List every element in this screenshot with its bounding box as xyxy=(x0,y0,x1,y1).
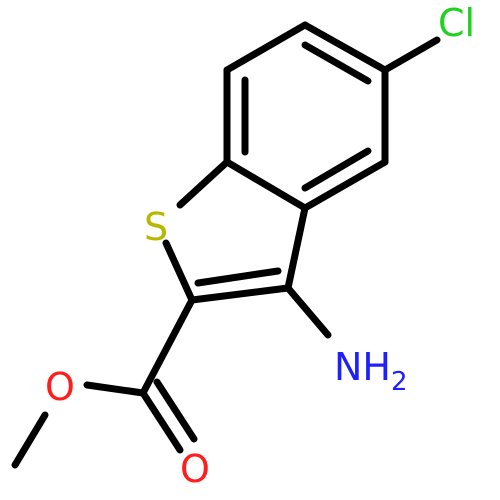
bond-c6-cl xyxy=(381,36,441,74)
bond-c7a-s xyxy=(176,158,231,209)
bond-c5-c4 xyxy=(301,158,389,212)
double-bond-inner-c7-c6 xyxy=(301,41,372,85)
amine-label: NH2 xyxy=(334,345,408,397)
bond-carbonyl-c-o-ester xyxy=(83,381,147,397)
bond-carbonyl-c-o-double-a xyxy=(139,389,184,454)
bond-s-c2 xyxy=(162,239,196,304)
chlorine-label: Cl xyxy=(438,1,475,45)
bond-c2-carbonyl-c xyxy=(139,296,196,397)
benzene-ring xyxy=(223,21,389,212)
ester-oxygen-label: O xyxy=(45,365,75,409)
bond-c4-c3a xyxy=(223,158,309,212)
bond-c3-n xyxy=(284,284,332,339)
amine-subscript-label: 2 xyxy=(391,367,408,397)
double-bond-inner-c2-c3 xyxy=(194,267,282,287)
carbonyl-oxygen-label: O xyxy=(180,447,210,491)
double-bond-inner-c5-c4 xyxy=(301,147,372,192)
bond-c7a-c7 xyxy=(223,21,309,74)
bond-c2-c3 xyxy=(188,284,292,304)
bond-o-ester-methyl xyxy=(11,411,49,469)
bond-carbonyl-c-o-double-b xyxy=(153,378,198,443)
amine-nh-label: NH xyxy=(334,345,391,389)
bond-c7-c6 xyxy=(301,21,389,74)
ester-group xyxy=(11,296,198,469)
thiophene-ring xyxy=(162,158,309,304)
sulfur-label: S xyxy=(144,205,168,249)
bond-c3-c3a xyxy=(284,204,309,292)
